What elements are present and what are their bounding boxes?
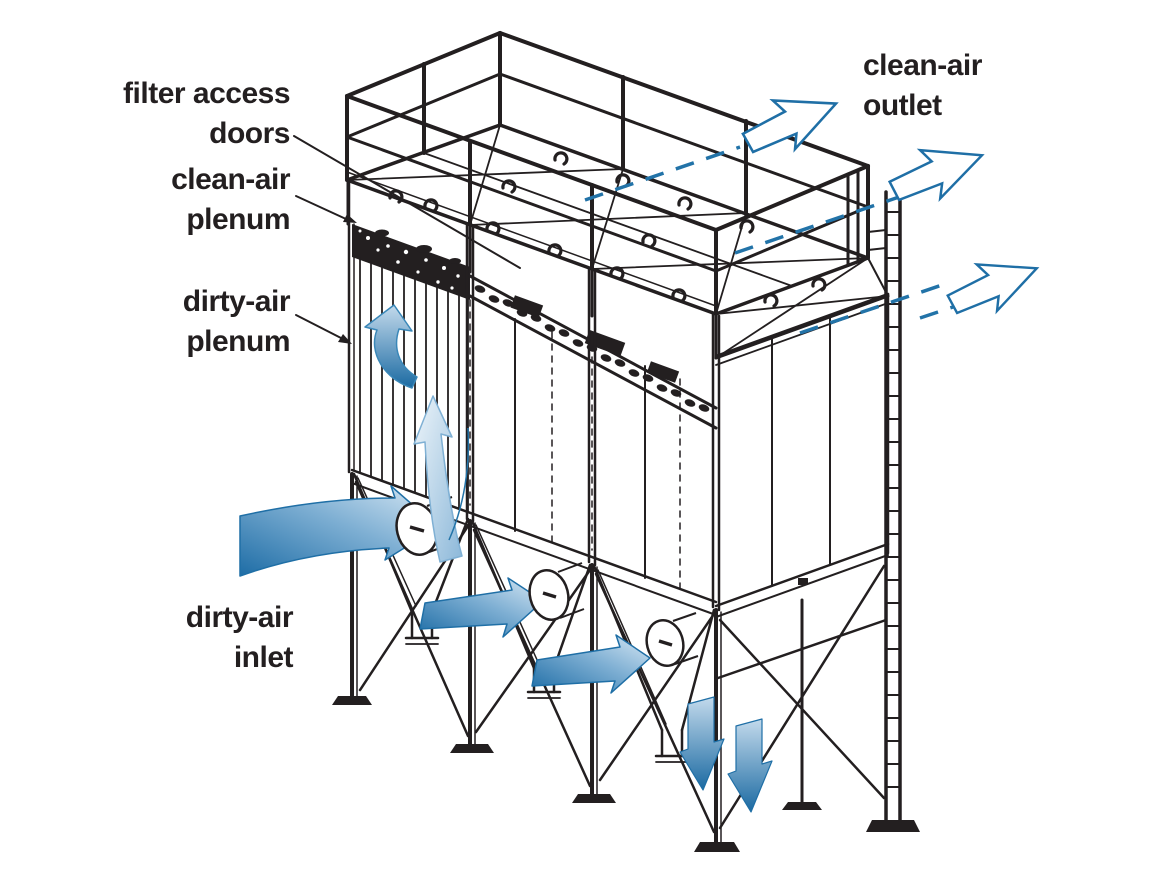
updraft-straight-arrow [413, 395, 463, 563]
airflow-graphics [239, 80, 1047, 813]
inlet-arrow-3 [531, 634, 651, 694]
label-clean-air-outlet: clean-air outlet [863, 46, 1113, 126]
filter-access-door-clamps [468, 274, 718, 430]
outlet-arrow-2 [882, 132, 992, 212]
label-line: plenum [186, 203, 290, 236]
updraft-hook-arrow [364, 304, 418, 389]
label-line: clean-air [863, 49, 982, 82]
leader-lines [293, 135, 521, 344]
support-legs [332, 472, 888, 852]
internal-updraft-arrows [364, 304, 470, 563]
leader-dirty-air-plenum [295, 314, 342, 339]
updraft-swoosh-line [448, 427, 470, 541]
label-line: dirty-air [185, 601, 294, 634]
leader-filter-access-doors [293, 135, 521, 269]
dust-discharge-arrows [679, 696, 773, 813]
guardrail [345, 31, 870, 316]
ladder [866, 190, 920, 832]
plenum-hangers [346, 178, 890, 360]
label-filter-access-doors: filter access doors [40, 74, 290, 154]
label-dirty-air-inlet: dirty-air inlet [43, 598, 294, 678]
label-dirty-air-plenum: dirty-air plenum [40, 282, 291, 362]
label-clean-air-plenum: clean-air plenum [40, 160, 290, 240]
discharge-arrow-1 [679, 696, 725, 791]
walkway-deck [345, 123, 870, 316]
label-line: doors [209, 117, 290, 150]
label-line: clean-air [171, 163, 290, 196]
inlet-arrow-2 [419, 577, 544, 638]
label-line: dirty-air [182, 285, 291, 318]
label-line: filter access [123, 77, 290, 110]
outlet-arrow-3 [940, 246, 1047, 325]
inlet-duct-2 [528, 562, 585, 621]
leader-clean-air-plenum [295, 195, 347, 220]
inlet-duct-3 [645, 612, 699, 667]
base-plates [332, 696, 822, 852]
end-wall [714, 292, 890, 618]
structure [293, 31, 920, 852]
discharge-arrow-2 [727, 718, 773, 813]
dirty-air-inlet-arrows [239, 485, 651, 694]
tube-sheet [352, 224, 470, 300]
label-line: plenum [186, 325, 290, 358]
label-line: outlet [863, 89, 942, 122]
inlet-ducts [395, 496, 699, 667]
label-line: inlet [233, 641, 294, 674]
